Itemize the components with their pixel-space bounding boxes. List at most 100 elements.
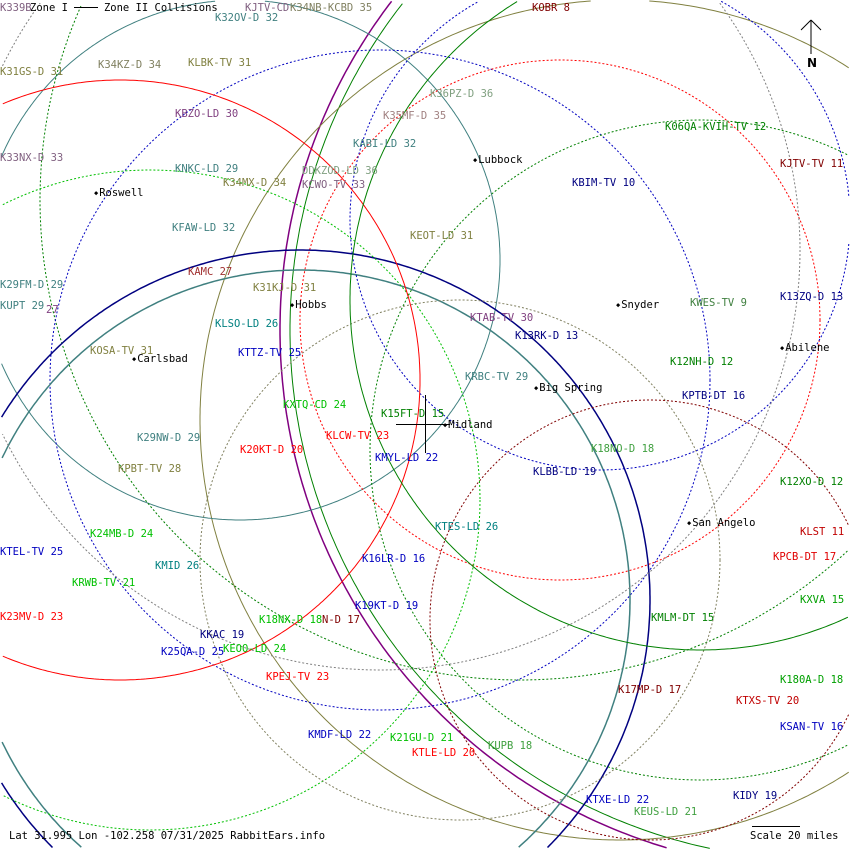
station-label-k18no-d-18[interactable]: K18NO-D 18 <box>591 443 655 455</box>
station-label-k16lr-d-16[interactable]: K16LR-D 16 <box>362 553 426 565</box>
station-label-k06qa-kvih-tv-12[interactable]: K06QA-KVIH-TV 12 <box>665 121 767 133</box>
station-label-k34mx-d-34[interactable]: K34MX-D 34 <box>223 177 287 189</box>
station-label-k33nx-d-33[interactable]: K33NX-D 33 <box>0 152 64 164</box>
station-label-k31kj-d-31[interactable]: K31KJ-D 31 <box>253 282 317 294</box>
station-label-kabi-ld-32[interactable]: KABI-LD 32 <box>353 138 417 150</box>
station-label-k180a-d-18[interactable]: K180A-D 18 <box>780 674 844 686</box>
station-label-k23mv-d-23[interactable]: K23MV-D 23 <box>0 611 64 623</box>
station-label-k19kt-d-19[interactable]: K19KT-D 19 <box>355 600 419 612</box>
coverage-arc <box>299 59 821 581</box>
station-label-k25qa-d-25[interactable]: K25QA-D 25 <box>161 646 225 658</box>
station-label-kpej-tv-23[interactable]: KPEJ-TV 23 <box>266 671 330 683</box>
station-label-kptb-dt-16[interactable]: KPTB-DT 16 <box>682 390 746 402</box>
station-label-k34kz-d-34[interactable]: K34KZ-D 34 <box>98 59 162 71</box>
station-label-kfaw-ld-32[interactable]: KFAW-LD 32 <box>172 222 236 234</box>
station-label-ktel-tv-25[interactable]: KTEL-TV 25 <box>0 546 64 558</box>
coverage-arc <box>199 0 849 841</box>
coverage-arc <box>2 169 481 831</box>
station-label-klbb-ld-19[interactable]: KLBB-LD 19 <box>533 466 597 478</box>
station-label-kpcb-dt-17[interactable]: KPCB-DT 17 <box>773 551 837 563</box>
station-label-kidy-19[interactable]: KIDY 19 <box>733 790 778 802</box>
station-label-k36pz-d-36[interactable]: K36PZ-D 36 <box>430 88 494 100</box>
coverage-arc <box>289 3 710 849</box>
station-label-k12xo-d-12[interactable]: K12XO-D 12 <box>780 476 844 488</box>
city-hobbs: Hobbs <box>290 299 327 311</box>
station-label-kbim-tv-10[interactable]: KBIM-TV 10 <box>572 177 636 189</box>
station-label-kxva-15[interactable]: KXVA 15 <box>800 594 845 606</box>
station-label-27[interactable]: 27 <box>46 304 59 316</box>
station-label-klbk-tv-31[interactable]: KLBK-TV 31 <box>188 57 252 69</box>
station-label-kttz-tv-25[interactable]: KTTZ-TV 25 <box>238 347 302 359</box>
city-abilene: Abilene <box>780 342 829 354</box>
station-label-kmyl-ld-22[interactable]: KMYL-LD 22 <box>375 452 439 464</box>
station-label-keoo-ld-24[interactable]: KEOO-LD 24 <box>223 643 287 655</box>
station-label-k21gu-d-21[interactable]: K21GU-D 21 <box>390 732 454 744</box>
station-label-kkac-19[interactable]: KKAC 19 <box>200 629 245 641</box>
station-label-ksan-tv-16[interactable]: KSAN-TV 16 <box>780 721 844 733</box>
station-label-keus-ld-21[interactable]: KEUS-LD 21 <box>634 806 698 818</box>
station-label-k32ov-d-32[interactable]: K32OV-D 32 <box>215 12 279 24</box>
station-label-ktle-ld-20[interactable]: KTLE-LD 20 <box>412 747 476 759</box>
station-label-k24mb-d-24[interactable]: K24MB-D 24 <box>90 528 154 540</box>
station-label-k15ft-d-15[interactable]: K15FT-D 15 <box>381 408 445 420</box>
city-san-angelo: San Angelo <box>687 517 755 529</box>
station-label-kjtv-cd[interactable]: KJTV-CD <box>245 2 290 14</box>
city-roswell: Roswell <box>94 187 143 199</box>
station-label-kamc-27[interactable]: KAMC 27 <box>188 266 233 278</box>
station-label-k31gs-d-31[interactable]: K31GS-D 31 <box>0 66 64 78</box>
station-label-klst-11[interactable]: KLST 11 <box>800 526 845 538</box>
north-label: N <box>807 56 818 70</box>
station-label-kmlm-dt-15[interactable]: KMLM-DT 15 <box>651 612 715 624</box>
station-label-k20kt-d-20[interactable]: K20KT-D 20 <box>240 444 304 456</box>
coverage-arc <box>39 4 848 681</box>
station-label-ktab-tv-30[interactable]: KTAB-TV 30 <box>470 312 534 324</box>
station-label-n-d-17[interactable]: N-D 17 <box>322 614 360 626</box>
legend-zone1: Zone I <box>30 2 68 14</box>
station-label-k18nx-d-18[interactable]: K18NX-D 18 <box>259 614 323 626</box>
coverage-arc <box>1 269 631 848</box>
station-label-kbzo-ld-30[interactable]: KBZO-LD 30 <box>175 108 239 120</box>
station-label-kmid-26[interactable]: KMID 26 <box>155 560 200 572</box>
station-label-kxtq-cd-24[interactable]: KXTQ-CD 24 <box>283 399 347 411</box>
station-label-klcw-tv-23[interactable]: KLCW-TV 23 <box>326 430 390 442</box>
station-label-kpbt-tv-28[interactable]: KPBT-TV 28 <box>118 463 182 475</box>
scale-label: Scale 20 miles <box>750 830 839 842</box>
station-label-ktxs-tv-20[interactable]: KTXS-TV 20 <box>736 695 800 707</box>
station-label-kcwo-tv-33[interactable]: KCWO-TV 33 <box>302 179 366 191</box>
station-label-k29fm-d-29[interactable]: K29FM-D 29 <box>0 279 64 291</box>
station-label-kwes-tv-9[interactable]: KWES-TV 9 <box>690 297 747 309</box>
coverage-arc <box>429 399 850 841</box>
station-label-k35mf-d-35[interactable]: K35MF-D 35 <box>383 110 447 122</box>
station-label-kobr-8[interactable]: KOBR 8 <box>532 2 570 14</box>
station-label-klso-ld-26[interactable]: KLSO-LD 26 <box>215 318 279 330</box>
station-label-k17mp-d-17[interactable]: K17MP-D 17 <box>618 684 682 696</box>
station-label-k339b[interactable]: K339B <box>0 2 32 14</box>
station-label-ktxe-ld-22[interactable]: KTXE-LD 22 <box>586 794 650 806</box>
station-label-k34nb-kcbd-35[interactable]: K34NB-KCBD 35 <box>290 2 373 14</box>
station-label-kmdf-ld-22[interactable]: KMDF-LD 22 <box>308 729 372 741</box>
station-label-kupb-18[interactable]: KUPB 18 <box>488 740 533 752</box>
legend: Zone I Zone II Collisions <box>30 2 218 14</box>
city-snyder: Snyder <box>616 299 659 311</box>
legend-zone2: Zone II Collisions <box>103 2 218 14</box>
station-label-k13zq-d-13[interactable]: K13ZQ-D 13 <box>780 291 844 303</box>
station-label-k29nw-d-29[interactable]: K29NW-D 29 <box>137 432 201 444</box>
coverage-arc <box>49 49 711 711</box>
station-label-krwb-tv-21[interactable]: KRWB-TV 21 <box>72 577 136 589</box>
station-label-k13rk-d-13[interactable]: K13RK-D 13 <box>515 330 579 342</box>
station-label-ddkzod-ld-36[interactable]: DDKZOD-LD 36 <box>302 165 378 177</box>
coverage-arc <box>279 0 667 849</box>
station-label-k12nh-d-12[interactable]: K12NH-D 12 <box>670 356 734 368</box>
legend-line <box>73 7 98 8</box>
station-label-keot-ld-31[interactable]: KEOT-LD 31 <box>410 230 474 242</box>
station-label-kupt-29[interactable]: KUPT 29 <box>0 300 45 312</box>
station-label-ktes-ld-26[interactable]: KTES-LD 26 <box>435 521 499 533</box>
coverage-arc <box>2 2 801 671</box>
station-label-kjtv-tv-11[interactable]: KJTV-TV 11 <box>780 158 844 170</box>
center-crosshair <box>396 424 450 425</box>
north-arrow-icon: N <box>800 18 824 72</box>
station-label-knkc-ld-29[interactable]: KNKC-LD 29 <box>175 163 239 175</box>
station-label-krbc-tv-29[interactable]: KRBC-TV 29 <box>465 371 529 383</box>
